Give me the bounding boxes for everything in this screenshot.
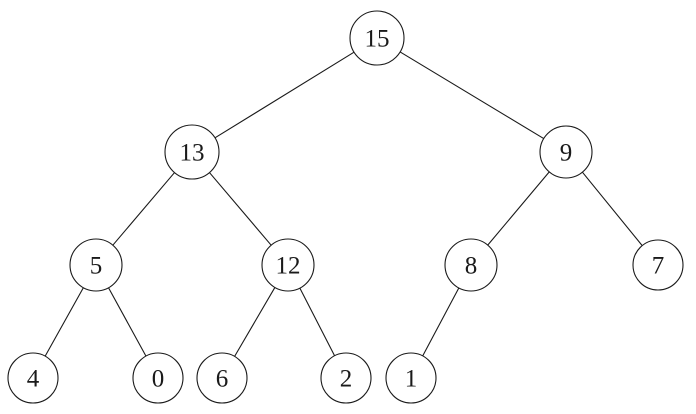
node-label: 1 (405, 366, 418, 393)
tree-edge (44, 287, 84, 357)
node-label: 8 (465, 253, 478, 280)
tree-node[interactable]: 0 (132, 352, 184, 404)
node-label: 15 (365, 26, 390, 53)
node-circle[interactable] (132, 352, 184, 404)
node-circle[interactable] (320, 352, 372, 404)
tree-node[interactable]: 15 (349, 10, 405, 66)
node-circle[interactable] (632, 239, 684, 291)
node-circle[interactable] (196, 352, 248, 404)
tree-node[interactable]: 1 (385, 352, 437, 404)
node-circle[interactable] (69, 238, 123, 292)
edges-layer (44, 51, 643, 357)
tree-edge (208, 172, 272, 246)
node-label: 0 (152, 366, 165, 393)
node-circle[interactable] (164, 124, 220, 180)
node-label: 13 (180, 140, 205, 167)
node-circle[interactable] (349, 10, 405, 66)
node-label: 12 (276, 253, 301, 280)
node-circle[interactable] (385, 352, 437, 404)
tree-node[interactable]: 9 (539, 125, 593, 179)
node-label: 5 (90, 253, 103, 280)
tree-edge (234, 286, 276, 357)
tree-edge (422, 287, 460, 357)
tree-edge (112, 172, 176, 246)
node-label: 7 (652, 253, 665, 280)
node-circle[interactable] (444, 238, 498, 292)
tree-node[interactable]: 7 (632, 239, 684, 291)
tree-edge (299, 287, 336, 357)
tree-edge (107, 287, 147, 357)
nodes-layer: 15 13 9 5 12 8 7 4 0 6 2 1 (7, 10, 684, 404)
tree-edge (399, 51, 545, 140)
tree-node[interactable]: 2 (320, 352, 372, 404)
tree-node[interactable]: 12 (261, 238, 315, 292)
node-label: 9 (560, 140, 573, 167)
tree-node[interactable]: 6 (196, 352, 248, 404)
node-circle[interactable] (261, 238, 315, 292)
tree-node[interactable]: 13 (164, 124, 220, 180)
node-label: 4 (27, 366, 40, 393)
tree-node[interactable]: 4 (7, 352, 59, 404)
tree-edge (581, 171, 643, 247)
tree-node[interactable]: 5 (69, 238, 123, 292)
tree-node[interactable]: 8 (444, 238, 498, 292)
tree-edge (214, 51, 355, 139)
node-label: 2 (340, 366, 353, 393)
tree-edge (487, 171, 550, 246)
node-circle[interactable] (539, 125, 593, 179)
node-label: 6 (216, 366, 229, 393)
node-circle[interactable] (7, 352, 59, 404)
